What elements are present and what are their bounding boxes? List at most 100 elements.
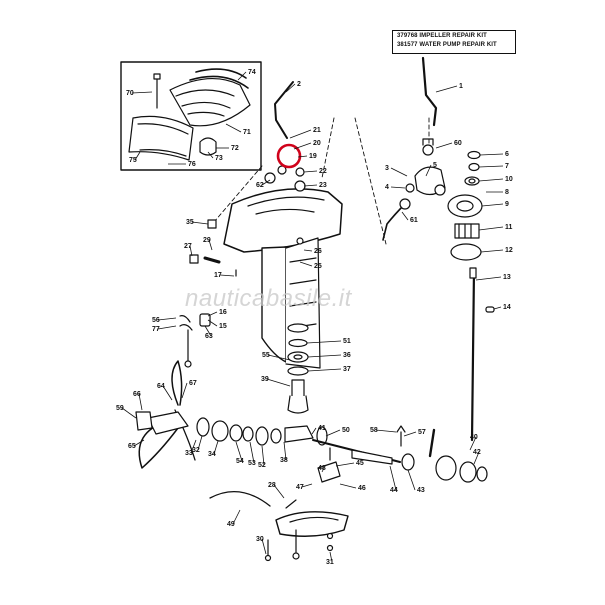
callout-44: 44 xyxy=(390,487,398,494)
drive-shaft-key xyxy=(485,306,495,313)
impeller-kit-label: 379768 IMPELLER REPAIR KIT xyxy=(397,33,487,39)
callout-26: 26 xyxy=(314,248,322,255)
callout-56: 56 xyxy=(152,317,160,324)
leader-line-3 xyxy=(390,167,408,177)
callout-72: 72 xyxy=(231,145,239,152)
leader-line-41 xyxy=(311,427,317,435)
gearcase-lower xyxy=(275,511,349,537)
callout-65: 65 xyxy=(128,443,136,450)
leader-line-20 xyxy=(293,142,312,150)
callout-19: 19 xyxy=(309,153,317,160)
callout-30: 30 xyxy=(256,536,264,543)
leader-line-40 xyxy=(469,436,477,451)
callout-49: 49 xyxy=(227,521,235,528)
watermark: nauticabasile.it xyxy=(185,285,352,312)
leader-line-32 xyxy=(197,435,203,451)
leader-line-19 xyxy=(297,155,308,158)
propeller-hub xyxy=(147,411,189,435)
leader-line-4 xyxy=(390,186,406,189)
callout-27: 27 xyxy=(184,243,192,250)
callout-21: 21 xyxy=(313,127,321,134)
callout-31: 31 xyxy=(326,559,334,566)
callout-58: 58 xyxy=(370,427,378,434)
callout-53: 53 xyxy=(248,460,256,467)
highlighted-part-19-marker xyxy=(276,143,302,169)
callout-51: 51 xyxy=(343,338,351,345)
drive-shaft xyxy=(470,268,476,442)
leader-line-51 xyxy=(306,340,342,344)
pump-base xyxy=(450,243,482,261)
callout-32: 32 xyxy=(192,447,200,454)
repair-kit-box: 379768 IMPELLER REPAIR KIT 381577 WATER … xyxy=(392,30,516,54)
propeller-blade-top xyxy=(171,360,183,406)
callout-45: 45 xyxy=(356,460,364,467)
callout-57: 57 xyxy=(418,429,426,436)
leader-line-56 xyxy=(157,317,177,321)
leader-line-67 xyxy=(181,382,188,399)
leader-line-46 xyxy=(339,483,357,489)
seal-ring xyxy=(209,491,271,507)
leader-line-63 xyxy=(204,325,212,337)
callout-25: 25 xyxy=(314,263,322,270)
inset-liner xyxy=(128,115,194,161)
leader-line-37 xyxy=(307,368,342,372)
callout-1: 1 xyxy=(459,83,463,90)
water-tube-61 xyxy=(382,203,406,241)
leader-line-14 xyxy=(493,306,502,310)
leader-line-2 xyxy=(285,83,296,93)
leader-line-55 xyxy=(267,354,291,361)
callout-33: 33 xyxy=(185,450,193,457)
leader-line-49 xyxy=(232,509,241,525)
leader-line-31 xyxy=(329,551,333,563)
leader-line-34 xyxy=(213,440,219,455)
leader-line-5 xyxy=(425,164,432,177)
callout-22: 22 xyxy=(319,168,327,175)
callout-40: 40 xyxy=(470,434,478,441)
callout-37: 37 xyxy=(343,366,351,373)
leader-line-73 xyxy=(207,151,214,159)
callout-74: 74 xyxy=(248,69,256,76)
inset-grommet xyxy=(199,137,217,156)
callout-66: 66 xyxy=(133,391,141,398)
water-pump-kit-label: 381577 WATER PUMP REPAIR KIT xyxy=(397,42,497,48)
callout-60: 60 xyxy=(454,140,462,147)
leader-line-25 xyxy=(299,261,313,267)
callout-64: 64 xyxy=(157,383,165,390)
callout-29: 29 xyxy=(203,237,211,244)
callout-9: 9 xyxy=(505,201,509,208)
leader-line-70 xyxy=(131,91,153,94)
leader-line-35 xyxy=(191,221,209,225)
reverse-gear xyxy=(435,455,457,481)
callout-77: 77 xyxy=(152,326,160,333)
callout-55: 55 xyxy=(262,352,270,359)
callout-34: 34 xyxy=(208,451,216,458)
pump-plate xyxy=(447,194,483,218)
callout-16: 16 xyxy=(219,309,227,316)
leader-line-44 xyxy=(389,465,397,491)
propeller-shaft xyxy=(351,449,393,465)
shift-rod xyxy=(421,56,438,127)
callout-48: 48 xyxy=(318,465,326,472)
callout-36: 36 xyxy=(343,352,351,359)
leader-line-39 xyxy=(266,378,291,387)
forward-gear xyxy=(284,425,314,443)
leader-line-47 xyxy=(301,483,313,488)
leader-line-30 xyxy=(261,538,267,555)
leader-line-61 xyxy=(401,211,409,221)
leader-line-17 xyxy=(219,274,235,277)
callout-8: 8 xyxy=(505,189,509,196)
callout-61: 61 xyxy=(410,217,418,224)
callout-14: 14 xyxy=(503,304,511,311)
callout-17: 17 xyxy=(214,272,222,279)
leader-line-66 xyxy=(138,393,143,411)
leader-line-26 xyxy=(303,249,313,252)
leader-line-57 xyxy=(403,431,417,437)
leader-line-64 xyxy=(162,385,173,401)
leader-line-43 xyxy=(407,469,416,491)
callout-63: 63 xyxy=(205,333,213,340)
leader-line-22 xyxy=(303,170,318,173)
leader-line-38 xyxy=(283,441,287,461)
callout-70: 70 xyxy=(126,90,134,97)
